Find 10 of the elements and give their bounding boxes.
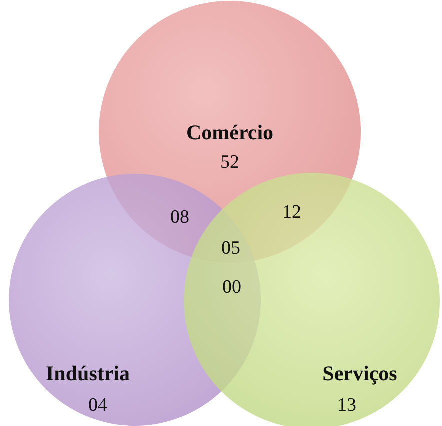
count-label: 52 [220, 152, 240, 174]
category-label: Serviços [322, 362, 398, 386]
overlap-count: 12 [282, 202, 302, 224]
overlap-count: 00 [222, 277, 242, 299]
category-label: Indústria [46, 362, 130, 386]
overlap-count: 08 [170, 207, 190, 229]
count-label: 13 [338, 395, 356, 417]
count-label: 04 [88, 395, 108, 417]
category-label: Comércio [186, 120, 274, 146]
overlap-count: 05 [222, 238, 240, 260]
